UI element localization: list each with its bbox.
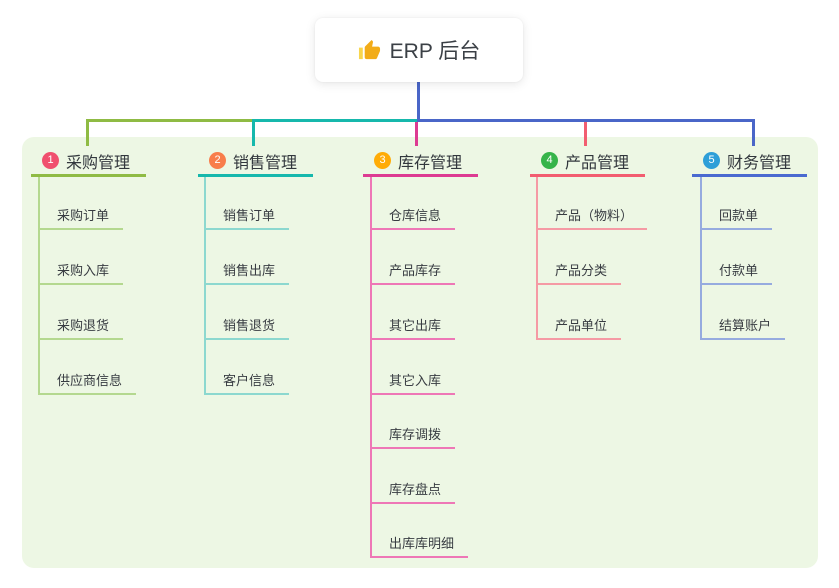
branch-connector-line: [536, 177, 538, 340]
child-label: 出库库明细: [389, 536, 455, 551]
child-node[interactable]: 采购入库: [38, 257, 124, 285]
child-label: 产品（物料）: [555, 208, 634, 223]
branch-connector-line: [700, 177, 702, 340]
child-node[interactable]: 其它出库: [370, 312, 456, 340]
connector-drop-line: [252, 119, 255, 146]
branch-connector-line: [204, 177, 206, 395]
branch-connector-line: [38, 177, 40, 395]
child-label: 产品分类: [555, 263, 608, 278]
branches-panel: [22, 137, 818, 568]
child-label: 仓库信息: [389, 208, 442, 223]
child-label: 产品单位: [555, 318, 608, 333]
root-node[interactable]: ERP 后台: [315, 18, 523, 82]
child-node[interactable]: 采购退货: [38, 312, 124, 340]
branch-2-header[interactable]: 2 销售管理: [198, 147, 314, 177]
child-label: 销售订单: [223, 208, 276, 223]
connector-bus-line: [417, 119, 755, 122]
connector-drop-line: [86, 119, 89, 146]
child-label: 库存盘点: [389, 482, 442, 497]
branch-3-number-badge: 3: [374, 152, 391, 169]
branch-2-number-badge: 2: [209, 152, 226, 169]
child-label: 付款单: [719, 263, 759, 278]
child-label: 其它出库: [389, 318, 442, 333]
child-node[interactable]: 产品单位: [536, 312, 622, 340]
child-node[interactable]: 付款单: [700, 257, 773, 285]
child-node[interactable]: 库存盘点: [370, 476, 456, 504]
branch-label: 库存管理: [398, 154, 463, 172]
branch-label: 销售管理: [233, 154, 298, 172]
child-node[interactable]: 采购订单: [38, 202, 124, 230]
connector-bus-line: [86, 119, 255, 122]
child-label: 库存调拨: [389, 427, 442, 442]
child-node[interactable]: 销售订单: [204, 202, 290, 230]
branch-4-header[interactable]: 4 产品管理: [530, 147, 646, 177]
connector-drop-line: [752, 119, 755, 146]
child-node[interactable]: 库存调拨: [370, 421, 456, 449]
child-node[interactable]: 产品分类: [536, 257, 622, 285]
child-label: 回款单: [719, 208, 759, 223]
connector-bus-line: [252, 119, 419, 122]
branch-5-header[interactable]: 5 财务管理: [692, 147, 808, 177]
branch-5-number-badge: 5: [703, 152, 720, 169]
child-label: 销售退货: [223, 318, 276, 333]
branch-3-header[interactable]: 3 库存管理: [363, 147, 479, 177]
child-label: 其它入库: [389, 373, 442, 388]
child-node[interactable]: 销售出库: [204, 257, 290, 285]
child-label: 采购订单: [57, 208, 110, 223]
child-node[interactable]: 回款单: [700, 202, 773, 230]
child-node[interactable]: 出库库明细: [370, 530, 469, 558]
child-label: 销售出库: [223, 263, 276, 278]
child-node[interactable]: 产品（物料）: [536, 202, 648, 230]
connector-trunk-line: [417, 82, 420, 122]
child-label: 供应商信息: [57, 373, 123, 388]
child-node[interactable]: 仓库信息: [370, 202, 456, 230]
branch-1-number-badge: 1: [42, 152, 59, 169]
child-node[interactable]: 结算账户: [700, 312, 786, 340]
connector-drop-line: [415, 121, 418, 146]
child-label: 结算账户: [719, 318, 772, 333]
child-node[interactable]: 产品库存: [370, 257, 456, 285]
branch-1-header[interactable]: 1 采购管理: [31, 147, 147, 177]
connector-drop-line: [584, 121, 587, 146]
child-label: 客户信息: [223, 373, 276, 388]
child-label: 采购退货: [57, 318, 110, 333]
child-label: 采购入库: [57, 263, 110, 278]
child-node[interactable]: 销售退货: [204, 312, 290, 340]
child-node[interactable]: 客户信息: [204, 367, 290, 395]
root-label: ERP 后台: [389, 40, 481, 63]
thumbs-up-icon: [358, 39, 381, 62]
child-node[interactable]: 其它入库: [370, 367, 456, 395]
branch-4-number-badge: 4: [541, 152, 558, 169]
child-label: 产品库存: [389, 263, 442, 278]
branch-connector-line: [370, 177, 372, 558]
branch-label: 产品管理: [565, 154, 630, 172]
child-node[interactable]: 供应商信息: [38, 367, 137, 395]
branch-label: 采购管理: [66, 154, 131, 172]
branch-label: 财务管理: [727, 154, 792, 172]
